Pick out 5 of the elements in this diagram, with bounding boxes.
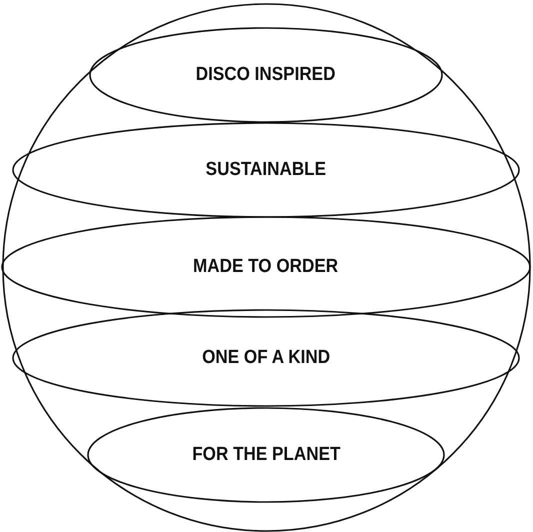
band-label: MADE TO ORDER <box>193 256 339 278</box>
band-label: SUSTAINABLE <box>206 159 326 181</box>
band-label: ONE OF A KIND <box>202 347 330 369</box>
band-label: DISCO INSPIRED <box>196 64 336 86</box>
band-label: FOR THE PLANET <box>192 444 340 466</box>
